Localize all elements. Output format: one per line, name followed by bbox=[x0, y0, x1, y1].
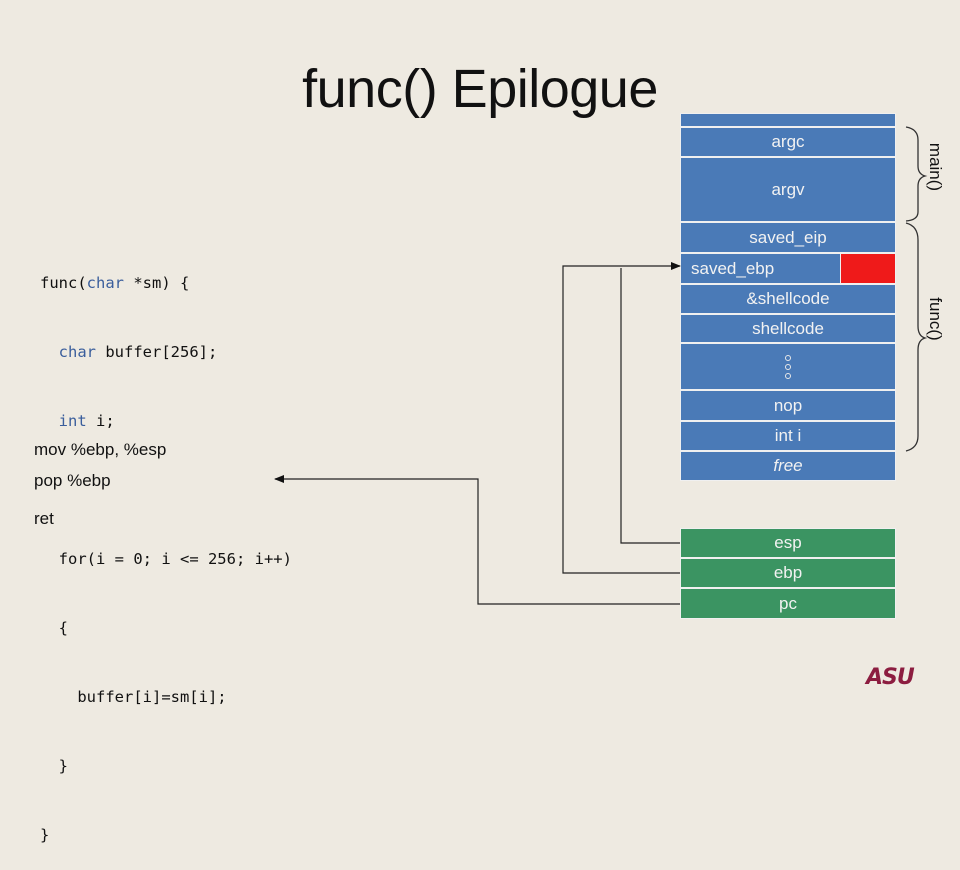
ellipsis-dot bbox=[785, 363, 791, 370]
diagram-overlay bbox=[274, 126, 928, 605]
asm-mov: mov %ebp, %esp bbox=[34, 440, 167, 459]
stack-saved-eip: saved_eip bbox=[680, 222, 896, 253]
stack-shellcode: shellcode bbox=[680, 314, 896, 343]
ebp-pointer-arrow bbox=[562, 262, 681, 574]
pc-pointer-arrow bbox=[274, 475, 680, 605]
main-frame-label: main() bbox=[926, 142, 945, 192]
code-line-1: func(char *sm) { bbox=[40, 274, 190, 292]
asm-pop: pop %ebp bbox=[34, 471, 111, 490]
register-esp: esp bbox=[680, 528, 896, 558]
stack-ellipsis bbox=[680, 343, 896, 390]
code-line-5: for(i = 0; i <= 256; i++) bbox=[58, 550, 292, 568]
code-line-8: } bbox=[58, 757, 69, 775]
asm-ret: ret bbox=[34, 509, 54, 528]
ellipsis-dot bbox=[785, 354, 791, 361]
register-pc: pc bbox=[680, 588, 896, 619]
stack-top-cell bbox=[680, 113, 896, 127]
asu-logo: ASU bbox=[866, 665, 915, 690]
stack-argc: argc bbox=[680, 127, 896, 157]
register-ebp: ebp bbox=[680, 558, 896, 588]
code-line-6: { bbox=[58, 619, 69, 637]
func-frame-label: func() bbox=[926, 297, 945, 341]
stack-nop: nop bbox=[680, 390, 896, 421]
code-line-2: char buffer[256]; bbox=[58, 343, 218, 361]
stack-free: free bbox=[680, 451, 896, 481]
main-frame-brace bbox=[905, 126, 928, 222]
stack-argv: argv bbox=[680, 157, 896, 222]
overflow-marker bbox=[840, 253, 896, 284]
code-line-9: } bbox=[40, 826, 50, 844]
code-line-7: buffer[i]=sm[i]; bbox=[77, 688, 227, 706]
func-frame-brace bbox=[905, 222, 928, 452]
stack-shellcode-address: &shellcode bbox=[680, 284, 896, 314]
esp-pointer-line bbox=[620, 268, 680, 544]
slide-title: func() Epilogue bbox=[302, 59, 658, 119]
code-line-3: int i; bbox=[58, 412, 115, 430]
c-code-block: func(char *sm) { char buffer[256]; int i… bbox=[40, 226, 292, 870]
stack-int-i: int i bbox=[680, 421, 896, 451]
ellipsis-dot bbox=[785, 372, 791, 379]
